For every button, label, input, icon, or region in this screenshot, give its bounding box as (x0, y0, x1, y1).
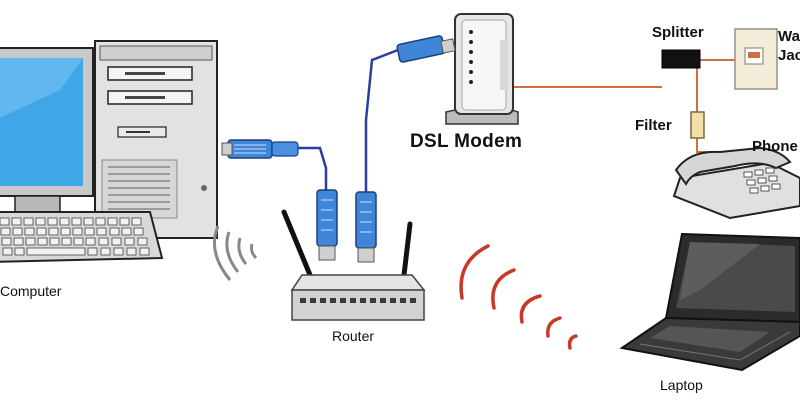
filter-to-phone-cable (696, 138, 718, 153)
wireless-router-icon (281, 189, 426, 321)
filter-label: Filter (635, 117, 672, 134)
phone-cables (514, 59, 740, 153)
phone-handset (674, 146, 792, 186)
phone-label: Phone (752, 138, 798, 155)
dsl-modem-icon (396, 13, 519, 125)
ethernet-cables (298, 48, 399, 192)
splitter-icon (661, 49, 701, 69)
telephone-icon (672, 146, 800, 220)
computer-label: Computer (0, 283, 62, 299)
laptop-icon (619, 232, 800, 372)
router-label: Router (332, 328, 375, 344)
monitor-stand (14, 195, 61, 213)
filter-icon (690, 111, 705, 139)
wall-jack-label-line2: Jac (778, 47, 800, 64)
computer-wifi-waves (213, 225, 258, 281)
router-antenna-left (281, 209, 313, 278)
splitter-label: Splitter (652, 24, 704, 41)
router-antenna-right (401, 221, 413, 278)
wall-jack-label-line1: Wa (778, 28, 800, 45)
router-body (291, 289, 425, 321)
laptop-wifi-waves (459, 244, 578, 350)
desktop-computer-icon (0, 40, 299, 263)
router-rj45-plug-right (355, 191, 377, 249)
router-top (290, 274, 426, 291)
dsl-modem-label: DSL Modem (410, 131, 523, 152)
wall-jack-icon (734, 28, 778, 90)
power-button (201, 185, 207, 191)
modem-rj45-plug (396, 35, 446, 63)
modem-to-router-cable (364, 48, 399, 192)
laptop-label: Laptop (660, 377, 703, 393)
computer-to-router-cable (298, 146, 328, 190)
router-rj45-plug-left (316, 189, 338, 247)
